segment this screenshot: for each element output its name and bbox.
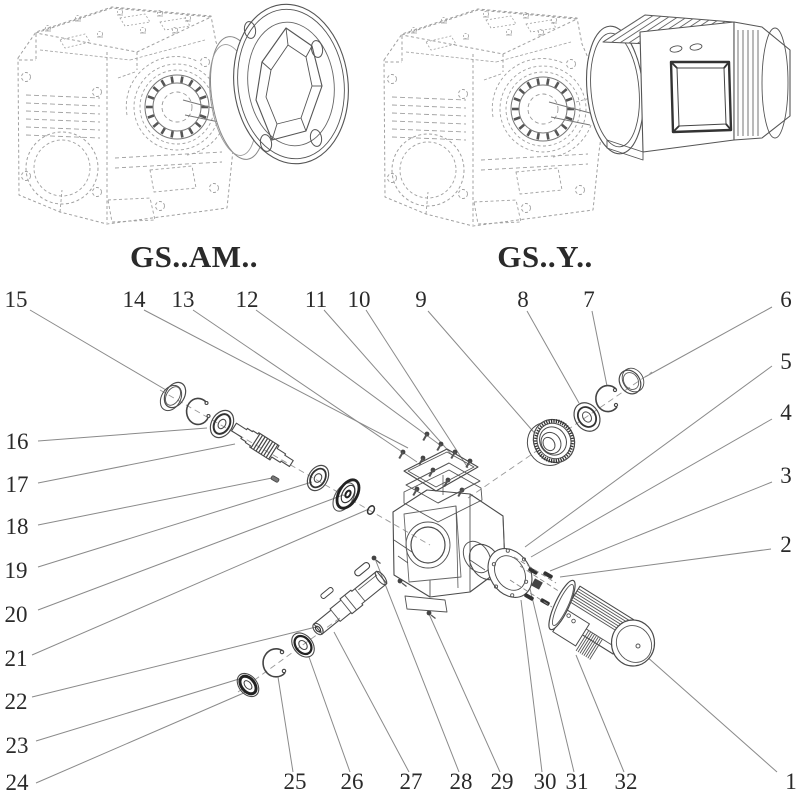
svg-text:30: 30 — [534, 769, 557, 794]
svg-text:12: 12 — [236, 287, 259, 312]
svg-text:24: 24 — [6, 770, 30, 795]
svg-text:26: 26 — [341, 769, 364, 794]
svg-text:4: 4 — [780, 400, 792, 425]
svg-text:GS..Y..: GS..Y.. — [497, 239, 592, 274]
svg-text:31: 31 — [566, 769, 589, 794]
svg-text:18: 18 — [6, 514, 29, 539]
svg-text:5: 5 — [780, 349, 792, 374]
svg-text:14: 14 — [123, 287, 147, 312]
svg-text:19: 19 — [5, 558, 28, 583]
svg-text:16: 16 — [6, 429, 29, 454]
svg-text:28: 28 — [450, 769, 473, 794]
svg-text:27: 27 — [400, 769, 423, 794]
svg-text:8: 8 — [517, 287, 529, 312]
svg-text:21: 21 — [5, 646, 28, 671]
svg-text:25: 25 — [284, 769, 307, 794]
svg-text:6: 6 — [780, 287, 792, 312]
svg-text:17: 17 — [6, 472, 29, 497]
svg-text:20: 20 — [5, 602, 28, 627]
svg-text:2: 2 — [780, 532, 792, 557]
svg-text:32: 32 — [615, 769, 638, 794]
svg-text:9: 9 — [415, 287, 427, 312]
svg-text:13: 13 — [172, 287, 195, 312]
svg-text:15: 15 — [5, 287, 28, 312]
svg-text:11: 11 — [305, 287, 327, 312]
svg-text:10: 10 — [348, 287, 371, 312]
svg-text:7: 7 — [583, 287, 595, 312]
svg-text:23: 23 — [6, 733, 29, 758]
svg-text:22: 22 — [5, 689, 28, 714]
svg-text:3: 3 — [780, 463, 792, 488]
svg-text:1: 1 — [785, 769, 797, 794]
svg-text:29: 29 — [491, 769, 514, 794]
svg-text:GS..AM..: GS..AM.. — [130, 239, 258, 274]
